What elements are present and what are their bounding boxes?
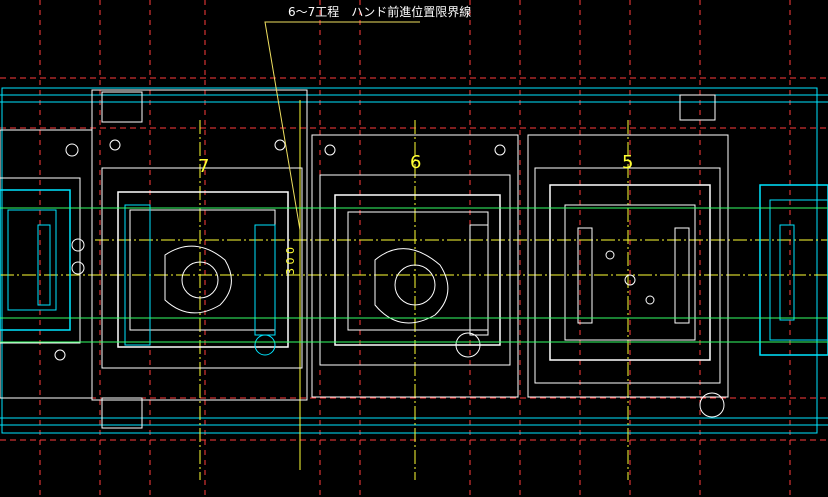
centerlines (0, 100, 828, 480)
station-4-partial (759, 184, 828, 356)
station-number-7: 7 (198, 156, 209, 177)
station-6 (311, 134, 519, 398)
station-8-partial (0, 129, 93, 399)
station-number-6: 6 (410, 152, 421, 173)
dimension-label: 3 0 0 (284, 247, 297, 275)
annotation-label: 6～7工程 ハンド前進位置限界線 (288, 4, 471, 19)
rail-lines (0, 87, 828, 434)
leader-line (264, 21, 420, 231)
station-5 (527, 94, 729, 418)
green-guides (0, 207, 828, 343)
station-7 (91, 89, 308, 429)
station-number-5: 5 (622, 152, 633, 173)
